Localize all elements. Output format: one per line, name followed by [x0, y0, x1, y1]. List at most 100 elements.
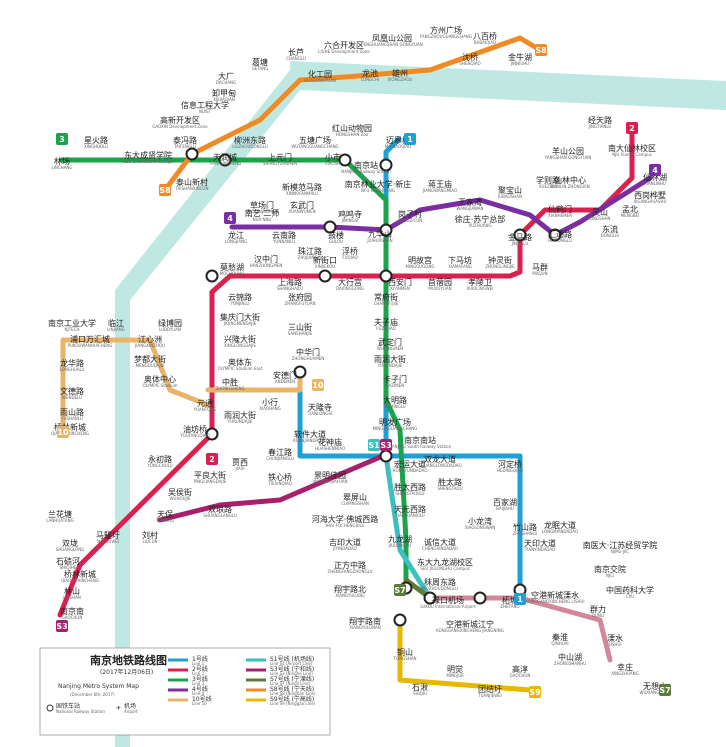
station-label[interactable]: 花神庙 — [318, 437, 342, 447]
station-label[interactable]: 五塘广场 — [299, 135, 331, 145]
station-label[interactable]: 中胜 — [222, 377, 238, 387]
station-label[interactable]: 仙林中心 — [554, 175, 586, 185]
station-label[interactable]: 元通 — [197, 398, 213, 408]
station-label[interactable]: 中山湖 — [558, 652, 582, 662]
station-label[interactable]: 柘塘 — [502, 595, 518, 605]
station-label[interactable]: 江心洲 — [138, 335, 162, 344]
station-label[interactable]: 翔宇路南 — [349, 616, 381, 626]
interchange-station[interactable] — [218, 153, 232, 167]
station-label[interactable]: 油坊桥 — [183, 424, 207, 434]
station-label[interactable]: 六合开发区 — [324, 40, 364, 50]
interchange-station[interactable] — [379, 158, 393, 172]
station-label[interactable]: 无想山 — [643, 681, 667, 691]
station-label[interactable]: 大行宫 — [338, 277, 362, 287]
station-label[interactable]: 云南路 — [272, 230, 296, 240]
station-label[interactable]: 新街口 — [313, 255, 337, 265]
station-label[interactable]: 大厂 — [218, 71, 234, 81]
station-label[interactable]: 孟北 — [622, 204, 638, 214]
station-label[interactable]: 迈皋桥 — [386, 135, 410, 145]
station-label[interactable]: 九华山 — [368, 229, 392, 239]
interchange-station[interactable] — [548, 228, 562, 242]
station-label[interactable]: 永初路 — [148, 454, 172, 464]
station-label[interactable]: 王家湾 — [458, 197, 482, 207]
station-label[interactable]: 珠江路 — [298, 246, 322, 256]
station-label[interactable]: 泰冯路 — [173, 135, 197, 145]
station-label[interactable]: 金牛湖 — [508, 52, 532, 62]
station-label[interactable]: 葛塘 — [252, 57, 268, 67]
station-label[interactable]: 三山街 — [288, 322, 312, 332]
station-label[interactable]: 玄武门 — [290, 200, 314, 210]
interchange-station[interactable] — [318, 269, 332, 283]
interchange-station[interactable] — [338, 153, 352, 167]
station-label[interactable]: 梦都大街 — [134, 354, 166, 364]
station-label[interactable]: 小行 — [262, 397, 278, 407]
station-label[interactable]: 南京站 — [354, 160, 378, 170]
station-label[interactable]: 绿博园 — [158, 318, 182, 328]
station-label[interactable]: 空港新城溧水 — [531, 590, 579, 600]
station-label[interactable]: 双龙大道 — [424, 454, 456, 464]
station-label[interactable]: 雨山路 — [60, 407, 84, 417]
station-label[interactable]: 聚宝山 — [498, 185, 522, 195]
station-label[interactable]: 贾西 — [232, 458, 248, 467]
station-label[interactable]: 泰山新村 — [176, 177, 208, 187]
station-label[interactable]: 莫愁湖 — [220, 262, 244, 272]
interchange-station[interactable] — [205, 427, 219, 441]
station-label[interactable]: 云锦路 — [228, 292, 252, 302]
station-label[interactable]: 竹山路 — [513, 522, 537, 532]
station-label[interactable]: 河海大学·佛城西路 — [312, 514, 379, 524]
station-label[interactable]: 石碛河 — [56, 556, 80, 566]
interchange-station[interactable] — [393, 613, 407, 627]
interchange-station[interactable] — [205, 269, 219, 283]
interchange-station[interactable] — [379, 449, 393, 463]
station-label[interactable]: 林山 — [64, 586, 80, 596]
station-label[interactable]: 文德路 — [60, 386, 84, 396]
station-label[interactable]: 武定门 — [378, 337, 402, 347]
station-label[interactable]: 南艺·二师 — [245, 208, 280, 218]
station-label[interactable]: 汇通路 — [548, 229, 572, 239]
station-label[interactable]: 雄州 — [392, 68, 408, 78]
station-label[interactable]: 龙眠大道 — [544, 520, 576, 530]
station-label[interactable]: 西岗桦墅 — [634, 190, 666, 200]
station-label[interactable]: 空港新城江宁 — [446, 619, 494, 629]
station-label[interactable]: 羊山公园 — [552, 146, 584, 156]
station-label[interactable]: 西安门 — [388, 277, 412, 287]
interchange-station[interactable] — [379, 223, 393, 237]
station-label[interactable]: 诚信大道 — [424, 537, 456, 547]
station-label[interactable]: 景明佳园 — [314, 470, 346, 480]
station-label[interactable]: 卡子门 — [383, 374, 407, 384]
station-label[interactable]: 双琅路 — [208, 504, 232, 514]
interchange-station[interactable] — [423, 591, 437, 605]
station-label[interactable]: 龙池 — [362, 68, 378, 78]
station-label[interactable]: 桥林新城 — [54, 422, 86, 432]
station-label[interactable]: 天保 — [157, 509, 173, 519]
station-label[interactable]: 胜太路 — [438, 477, 462, 487]
station-label[interactable]: 徐庄·苏宁总部 — [455, 214, 506, 224]
station-label[interactable]: 高新开发区 — [160, 115, 200, 125]
station-label[interactable]: 禄口机场 — [432, 595, 464, 605]
station-label[interactable]: 马騠圩 — [96, 531, 120, 540]
station-label[interactable]: 百家湖 — [493, 497, 517, 507]
station-label[interactable]: 平良大街 — [194, 470, 226, 480]
station-label[interactable]: 沈桥 — [462, 52, 478, 62]
station-label[interactable]: 小龙湾 — [468, 516, 492, 526]
station-label[interactable]: 汉中门 — [254, 254, 278, 264]
station-label[interactable]: 集庆门大街 — [220, 312, 260, 322]
station-label[interactable]: 南京交院 — [594, 564, 626, 574]
station-label[interactable]: 兰花塘 — [48, 509, 72, 519]
station-label[interactable]: 翠屏山 — [343, 492, 367, 502]
station-label[interactable]: 正方中路 — [334, 560, 366, 570]
station-label[interactable]: 卸甲甸 — [212, 88, 236, 98]
station-label[interactable]: 浦口万汇城 — [70, 334, 110, 344]
station-label[interactable]: 天元西路 — [394, 504, 426, 514]
station-label[interactable]: 团结圩 — [478, 684, 502, 694]
station-label[interactable]: 秣周东路 — [424, 577, 456, 587]
station-label[interactable]: 东大九龙湖校区 — [417, 557, 473, 567]
station-label[interactable]: 林场 — [54, 156, 70, 166]
station-label[interactable]: 东流 — [602, 224, 618, 234]
station-label[interactable]: 群力 — [590, 604, 606, 614]
station-label[interactable]: 龙江 — [228, 230, 244, 240]
station-label[interactable]: 奥体东 — [228, 357, 252, 367]
station-label[interactable]: 软件大道 — [294, 429, 326, 439]
station-label[interactable]: 石湫 — [412, 682, 428, 692]
station-label[interactable]: 信息工程大学 — [181, 100, 229, 110]
